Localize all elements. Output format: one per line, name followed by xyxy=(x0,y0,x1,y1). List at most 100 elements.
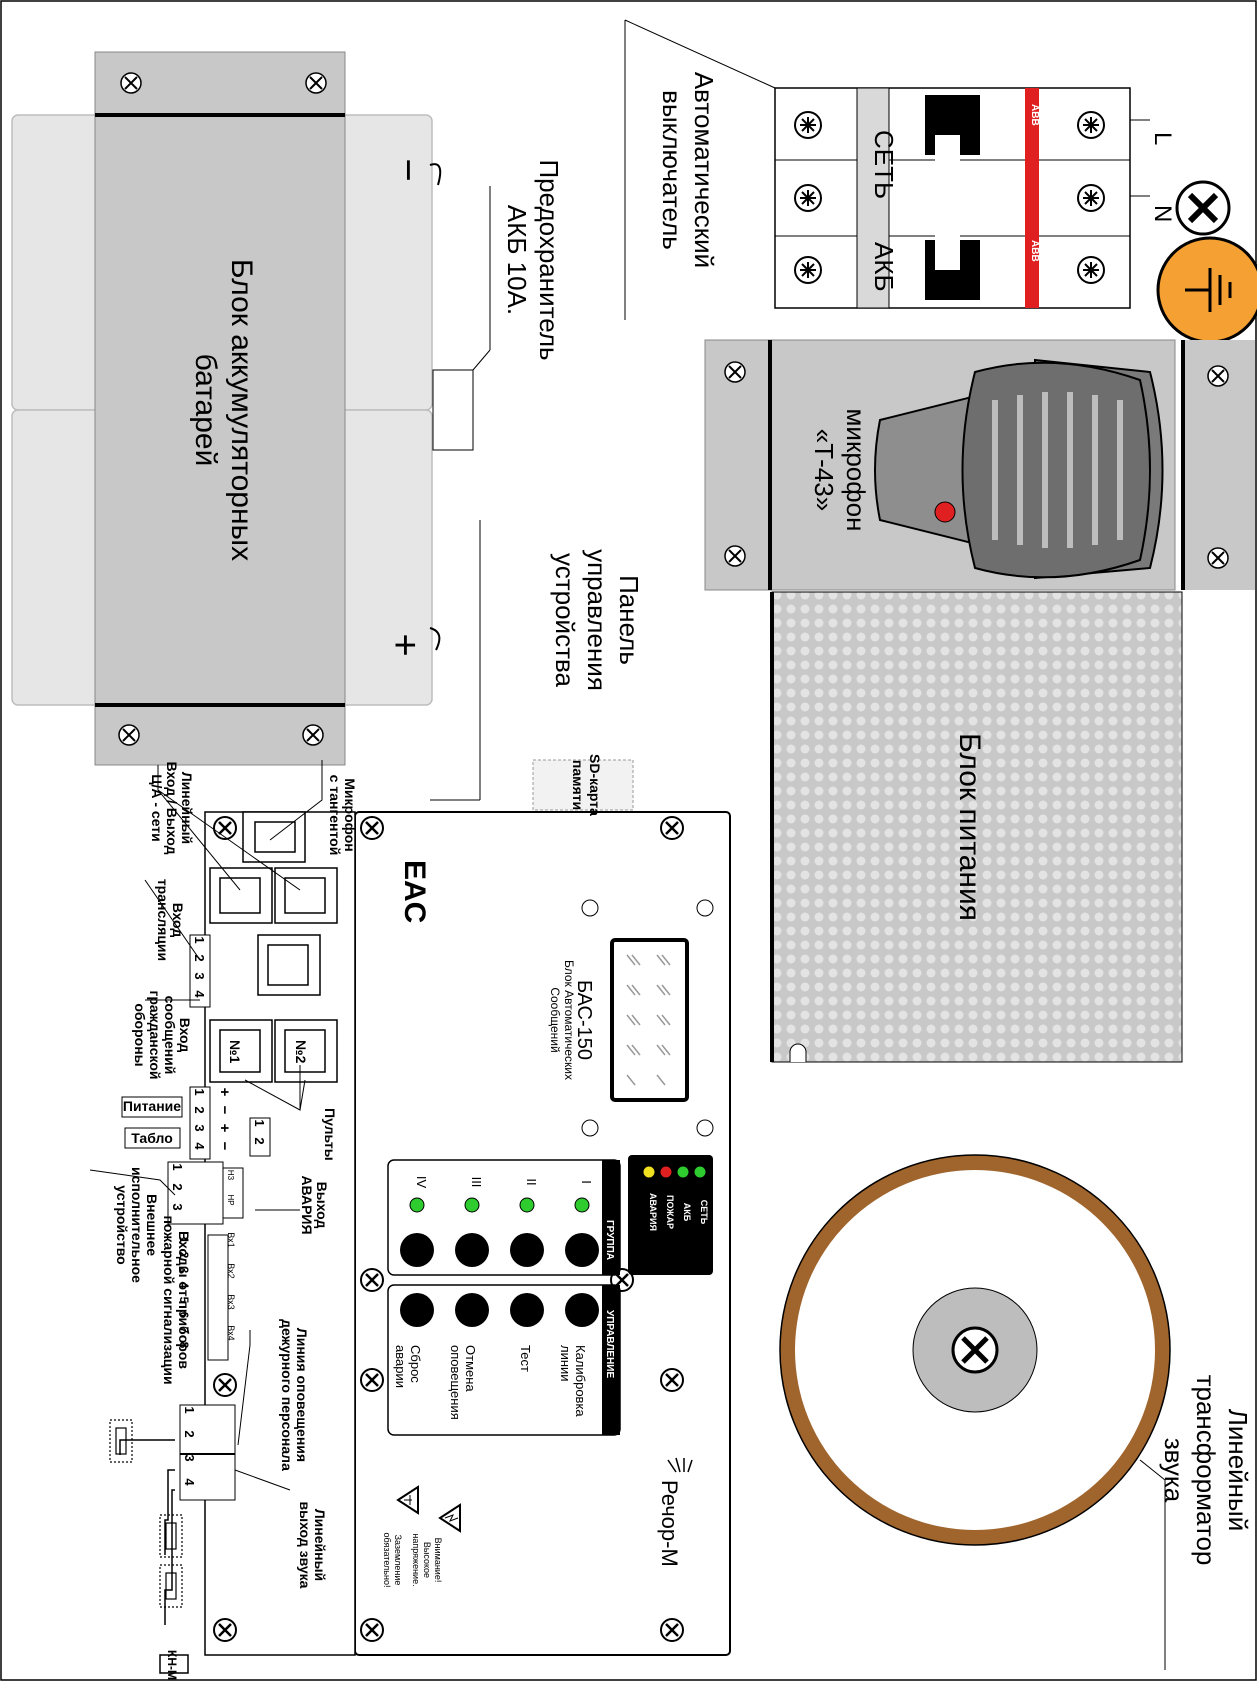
group-led-indicator xyxy=(519,1197,535,1213)
eac-mark: EAC xyxy=(398,860,431,923)
control-panel-label-line1: Панель xyxy=(614,575,644,665)
rj-socket-icon xyxy=(209,811,338,1083)
panel-screw-icon xyxy=(213,816,684,1642)
warning-ground-icon xyxy=(396,1485,419,1515)
terminal-pin-number: 6 xyxy=(177,1312,191,1319)
terminal-pin-number: 2 xyxy=(192,954,207,961)
group-number: I xyxy=(579,1180,594,1184)
warning-voltage-icon xyxy=(438,1503,461,1533)
terminal-pin-number: 1 xyxy=(170,1163,185,1170)
control-button-label: Тест xyxy=(518,1345,533,1372)
warn-ground-line2: обязательно! xyxy=(382,1533,392,1588)
group-button[interactable] xyxy=(565,1233,599,1267)
staff-line-line2: дежурного персонала xyxy=(279,1319,295,1471)
battery-fuse: Предохранитель АКБ 10А. xyxy=(432,159,564,451)
terminal-pin-number: 1 xyxy=(192,1088,207,1095)
terminal-pin-number: 2 xyxy=(182,1430,197,1437)
power-supply-block: Блок питания xyxy=(770,591,1183,1063)
terminal-pin-number: 1 xyxy=(177,1237,191,1244)
terminal-pin-number: 5 xyxy=(177,1297,191,1304)
sd-card-line1: SD-карта xyxy=(587,754,603,816)
status-led-label: АКБ xyxy=(682,1203,692,1222)
alarm-out-line2: АВАРИЯ xyxy=(299,1175,315,1234)
status-led-indicator xyxy=(642,1165,656,1179)
status-led-label: ПОЖАР xyxy=(665,1195,675,1229)
group-led-indicator xyxy=(574,1197,590,1213)
terminal-pin-number: 4 xyxy=(192,990,207,998)
group-number: II xyxy=(524,1178,539,1185)
battery-minus: − xyxy=(386,158,430,181)
abb-logo-1: ABB xyxy=(1029,104,1040,126)
control-button-label: линии xyxy=(558,1345,573,1382)
remotes-label: Пульты xyxy=(322,1108,338,1161)
mic-ptt-line2: с тангентой xyxy=(327,775,343,856)
alarm-contact-label: НР xyxy=(226,1194,235,1205)
civil-defense-line2: сообщений xyxy=(162,996,178,1075)
breaker-label-line1: Автоматический xyxy=(689,72,719,268)
status-led-label: АВАРИЯ xyxy=(648,1193,658,1231)
terminal-pin-number: 2 xyxy=(170,1183,185,1190)
power-label: Питание xyxy=(123,1098,181,1114)
terminal-pin-number: 3 xyxy=(192,972,207,979)
fire-input-header: Вх3 xyxy=(226,1294,236,1309)
terminal-pin-number: 2 xyxy=(252,1137,267,1144)
speaker-icon xyxy=(109,1419,183,1608)
battery-screw-icon xyxy=(118,72,327,746)
line-io-line2: Вход / Выход xyxy=(164,761,180,854)
control-button-label: оповещения xyxy=(448,1345,463,1420)
terminal-pin-number: 3 xyxy=(177,1267,191,1274)
kn-m-label: КН-М xyxy=(165,1650,179,1680)
terminal-pin-number: 4 xyxy=(182,1478,197,1486)
breaker-terminal-l: L xyxy=(1149,132,1176,145)
control-button[interactable] xyxy=(455,1293,489,1327)
group-button[interactable] xyxy=(510,1233,544,1267)
terminal-pin-number: 3 xyxy=(170,1203,185,1210)
broadcast-in-line1: Вход xyxy=(170,903,186,938)
line-io-line3: Ц/А - сети xyxy=(149,774,165,842)
power-sign: − xyxy=(216,1106,233,1115)
breaker-label-left: СЕТЬ xyxy=(869,130,899,199)
device-desc-line1: Блок Автоматических xyxy=(562,960,576,1080)
circuit-breaker: Автоматический выключатель ABB ABB СЕТЬ … xyxy=(624,19,1257,344)
control-button[interactable] xyxy=(565,1293,599,1327)
group-button[interactable] xyxy=(400,1233,434,1267)
group-led-indicator xyxy=(464,1197,480,1213)
lcd-display xyxy=(610,938,689,1102)
terminal-pin-number: 4 xyxy=(177,1282,191,1289)
transformer-label-line2: трансформатор xyxy=(1191,1375,1221,1566)
group-number: III xyxy=(469,1177,484,1188)
control-button-label: Отмена xyxy=(463,1345,478,1392)
brand-logo-icon xyxy=(667,1457,693,1473)
terminal-pin-number: 3 xyxy=(192,1124,207,1131)
alarm-contact-label: Н3 xyxy=(226,1170,235,1181)
device-name: БАС-150 xyxy=(573,980,595,1060)
fuse-label-line1: Предохранитель xyxy=(534,159,564,360)
group-button[interactable] xyxy=(455,1233,489,1267)
battery-label-line2: батарей xyxy=(189,354,222,467)
external-device-line2: исполнительное xyxy=(129,1167,145,1283)
fire-inputs-line2: пожарной сигнализации xyxy=(161,1215,177,1384)
brand-name: Речор-М xyxy=(657,1480,682,1567)
device-panel: EAC БАС-150 Блок Автоматических Сообщени… xyxy=(204,811,731,1656)
terminal-pin-number: 3 xyxy=(182,1454,197,1461)
tablo-label: Табло xyxy=(131,1130,173,1146)
transformer-label-line3: звука xyxy=(1159,1438,1189,1503)
status-led-indicator xyxy=(659,1165,673,1179)
ground-screw-icon xyxy=(1175,180,1231,236)
terminal-pin-number: 1 xyxy=(252,1119,267,1126)
abb-logo-2: ABB xyxy=(1029,240,1040,262)
control-button[interactable] xyxy=(510,1293,544,1327)
status-led-indicator xyxy=(693,1165,707,1179)
breaker-terminal-n: N xyxy=(1149,205,1176,222)
control-button[interactable] xyxy=(400,1293,434,1327)
transformer-label-line1: Линейный xyxy=(1223,1409,1253,1532)
power-sign: + xyxy=(216,1124,233,1133)
breaker-label-line2: выключатель xyxy=(657,90,687,250)
